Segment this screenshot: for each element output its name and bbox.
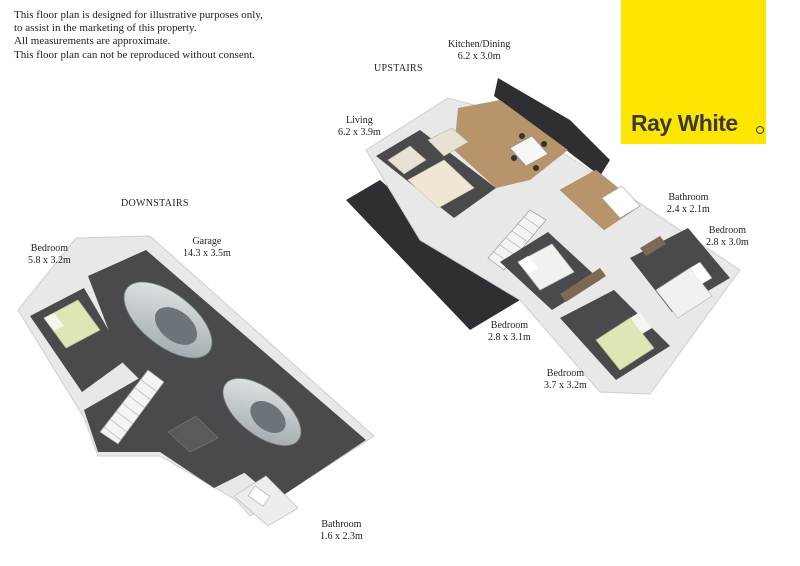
ray-white-logo: Ray White [621,0,766,144]
dining-table-icon [509,133,549,171]
upstairs-label: UPSTAIRS [374,63,423,74]
disclaimer-line: This floor plan is designed for illustra… [14,9,263,21]
room-label-bathroom-upstairs: Bathroom 2.4 x 2.1m [667,192,710,216]
kitchen-dining-floor [454,100,568,188]
disclaimer-line: All measurements are approximate. [14,35,171,48]
room-dims: 3.7 x 3.2m [544,380,587,391]
room-dims: 2.8 x 3.0m [706,237,749,248]
wardrobe-icon [560,268,606,302]
car-icon [222,377,302,447]
bed-icon [595,312,655,371]
downstairs-label: DOWNSTAIRS [121,198,189,209]
car-icon [123,281,213,359]
registered-mark-icon [756,126,764,134]
room-label-living: Living 6.2 x 3.9m [338,115,381,139]
room-label-bathroom-downstairs: Bathroom 1.6 x 2.3m [320,519,363,543]
room-dims: 6.2 x 3.9m [338,127,381,138]
logo-text: Ray White [631,110,738,136]
upstairs-plan [346,78,741,395]
room-label-bedroom-upstairs-middle: Bedroom 2.8 x 3.1m [488,320,531,344]
room-name: Garage [192,236,222,247]
room-name: Bedroom [708,225,746,236]
disclaimer-line: This floor plan can not be reproduced wi… [14,48,256,61]
room-name: Bedroom [546,368,584,379]
downstairs-staircase [99,369,165,445]
room-name: Bedroom [30,243,68,254]
downstairs-laundry [167,415,219,453]
room-name: Kitchen/Dining [448,39,511,50]
room-dims: 6.2 x 3.0m [457,51,501,62]
room-label-bedroom-upstairs-bottom: Bedroom 3.7 x 3.2m [544,368,587,392]
disclaimer-text: This floor plan is designed for illustra… [14,9,263,62]
room-dims: 14.3 x 3.5m [183,248,231,259]
room-name: Bedroom [490,320,528,331]
living-rug [407,159,475,209]
bed-icon [517,243,575,291]
room-dims: 5.8 x 3.2m [28,255,71,266]
room-label-bedroom-upstairs-right: Bedroom 2.8 x 3.0m [706,225,749,249]
downstairs-plan [17,235,375,527]
room-dims: 2.8 x 3.1m [488,332,531,343]
downstairs-bathroom [233,475,299,527]
room-dims: 1.6 x 2.3m [320,531,363,542]
upstairs-balcony [494,78,610,176]
room-name: Living [346,115,373,126]
room-label-bedroom-downstairs: Bedroom 5.8 x 3.2m [28,243,71,267]
sofa-icon [427,127,469,157]
upstairs-deck [346,180,520,330]
room-label-kitchen-dining: Kitchen/Dining 6.2 x 3.0m [448,39,510,63]
room-name: Bathroom [668,192,709,203]
sofa-icon [387,145,427,175]
bed-icon [655,262,713,319]
downstairs-bed [43,299,101,349]
wardrobe-icon [640,236,666,256]
room-label-garage: Garage 14.3 x 3.5m [183,236,231,260]
room-name: Bathroom [321,519,362,530]
room-dims: 2.4 x 2.1m [667,204,710,215]
bathtub-icon [601,185,641,219]
disclaimer-line: to assist in the marketing of this prope… [14,22,197,35]
